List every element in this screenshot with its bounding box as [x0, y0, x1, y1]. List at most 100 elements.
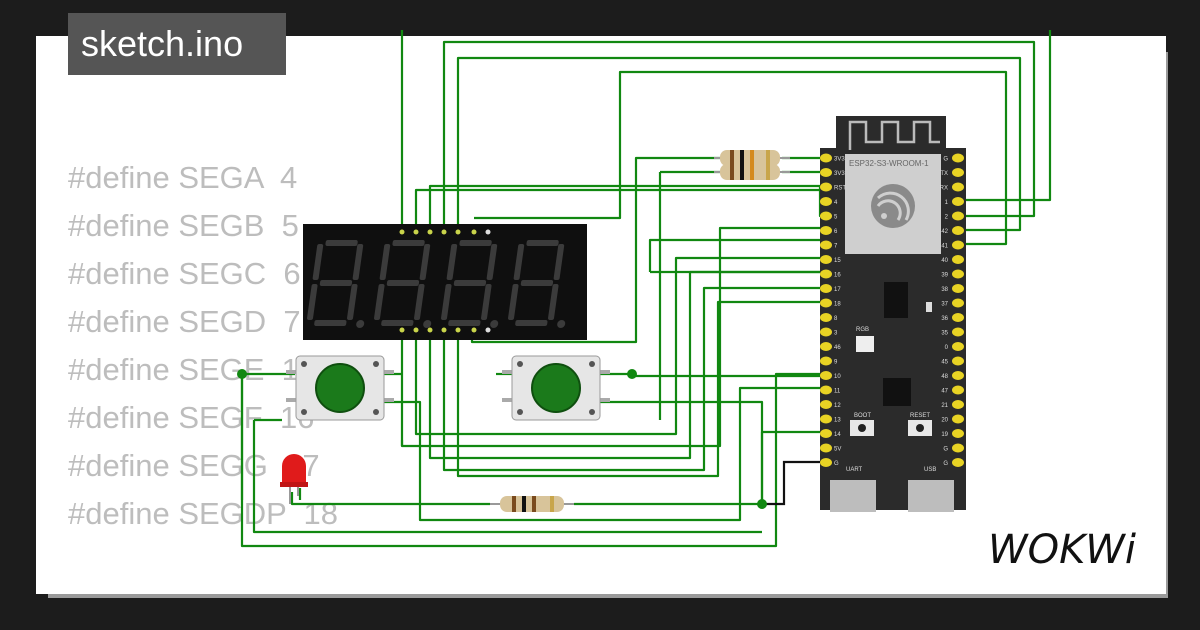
pin-right-RX[interactable]	[952, 182, 964, 192]
pin-left-11[interactable]	[820, 385, 832, 395]
pin-right-G[interactable]	[952, 153, 964, 163]
pin-left-5V[interactable]	[820, 443, 832, 453]
pin-label: 3V3	[834, 171, 845, 177]
pin-left-RST[interactable]	[820, 182, 832, 192]
pin-left-10[interactable]	[820, 371, 832, 380]
resistor-top[interactable]	[714, 150, 790, 166]
display-pin-bottom[interactable]	[399, 327, 405, 333]
pin-left-17[interactable]	[820, 284, 832, 293]
seven-segment-display[interactable]	[303, 224, 587, 340]
pin-left-G[interactable]	[820, 458, 832, 467]
pin-label: 3V3	[834, 157, 845, 163]
pin-right-45[interactable]	[952, 356, 964, 366]
display-pin-top[interactable]	[485, 229, 491, 235]
display-pin-top[interactable]	[427, 229, 433, 235]
segment	[453, 280, 487, 286]
segment	[446, 244, 458, 280]
pin-left-15[interactable]	[820, 255, 832, 264]
pin-label: 41	[941, 244, 948, 250]
pin-left-18[interactable]	[820, 298, 832, 308]
pin-left-7[interactable]	[820, 240, 832, 250]
display-pin-bottom[interactable]	[427, 327, 433, 333]
display-pin-top[interactable]	[413, 229, 419, 235]
pin-left-13[interactable]	[820, 414, 832, 424]
pin-right-41[interactable]	[952, 240, 964, 250]
pin-label: 9	[834, 360, 838, 366]
pin-left-6[interactable]	[820, 226, 832, 235]
resistor-top-2[interactable]	[714, 164, 790, 180]
pin-right-48[interactable]	[952, 371, 964, 380]
pin-label: 21	[941, 403, 948, 409]
pin-right-20[interactable]	[952, 414, 964, 424]
segment	[386, 280, 420, 286]
pin-right-37[interactable]	[952, 298, 964, 308]
pin-right-1[interactable]	[952, 197, 964, 206]
digit-4	[508, 240, 566, 328]
segment	[381, 320, 414, 326]
pin-label: 5	[834, 215, 838, 221]
segment	[481, 284, 492, 320]
display-pin-top[interactable]	[471, 229, 477, 235]
display-pin-top[interactable]	[399, 229, 405, 235]
pin-label: 5V	[834, 447, 841, 453]
display-pin-top[interactable]	[455, 229, 461, 235]
code-line: #define SEGB 5	[68, 208, 299, 243]
decimal-point	[557, 320, 566, 328]
pin-right-0[interactable]	[952, 342, 964, 351]
push-button-left[interactable]	[286, 355, 394, 421]
display-pin-bottom[interactable]	[413, 327, 419, 333]
rgb-led	[856, 336, 874, 352]
pin-right-G[interactable]	[952, 458, 964, 467]
pin-left-16[interactable]	[820, 269, 832, 279]
pin-left-46[interactable]	[820, 342, 832, 351]
pin-right-2[interactable]	[952, 211, 964, 221]
ground-wire	[762, 460, 832, 506]
pin-left-3V3[interactable]	[820, 168, 832, 177]
pin-right-42[interactable]	[952, 226, 964, 235]
pin-right-36[interactable]	[952, 313, 964, 322]
pin-right-47[interactable]	[952, 385, 964, 395]
pin-label: 45	[941, 360, 948, 366]
pin-label: 18	[834, 302, 841, 308]
pin-label: 4	[834, 200, 838, 206]
pin-right-40[interactable]	[952, 255, 964, 264]
segment	[526, 240, 559, 246]
segment	[548, 284, 559, 320]
display-pin-bottom[interactable]	[471, 327, 477, 333]
pin-label: 11	[834, 389, 841, 395]
display-pin-bottom[interactable]	[485, 327, 491, 333]
pin-right-21[interactable]	[952, 400, 964, 409]
digit-3	[441, 240, 499, 328]
display-pin-bottom[interactable]	[441, 327, 447, 333]
pin-right-TX[interactable]	[952, 168, 964, 177]
segment	[515, 320, 548, 326]
preview-card: #define SEGA 4#define SEGB 5#define SEGC…	[36, 36, 1166, 594]
pin-left-8[interactable]	[820, 313, 832, 322]
pin-left-5[interactable]	[820, 211, 832, 221]
pin-left-3[interactable]	[820, 327, 832, 337]
segment	[448, 320, 481, 326]
pin-right-39[interactable]	[952, 269, 964, 279]
red-led[interactable]	[280, 454, 308, 504]
pin-left-14[interactable]	[820, 429, 832, 438]
display-pin-top[interactable]	[441, 229, 447, 235]
pin-right-38[interactable]	[952, 284, 964, 293]
pin-left-12[interactable]	[820, 400, 832, 409]
pin-label: 46	[834, 345, 841, 351]
pin-label: 10	[834, 374, 841, 380]
segment	[513, 244, 525, 280]
pin-left-4[interactable]	[820, 197, 832, 206]
push-button-right[interactable]	[502, 355, 610, 421]
display-pin-bottom[interactable]	[455, 327, 461, 333]
pin-left-9[interactable]	[820, 356, 832, 366]
pin-label: 35	[941, 331, 948, 337]
pin-left-3V3[interactable]	[820, 153, 832, 163]
resistor-bottom[interactable]	[490, 496, 574, 512]
pin-right-19[interactable]	[952, 429, 964, 438]
boot-label: BOOT	[854, 413, 871, 419]
esp32-board[interactable]: ESP32-S3-WROOM-1 RGB BOOT RESET UART USB…	[820, 116, 966, 512]
pin-label: 38	[941, 287, 948, 293]
pin-right-G[interactable]	[952, 443, 964, 453]
module-name: ESP32-S3-WROOM-1	[849, 159, 929, 168]
pin-right-35[interactable]	[952, 327, 964, 337]
